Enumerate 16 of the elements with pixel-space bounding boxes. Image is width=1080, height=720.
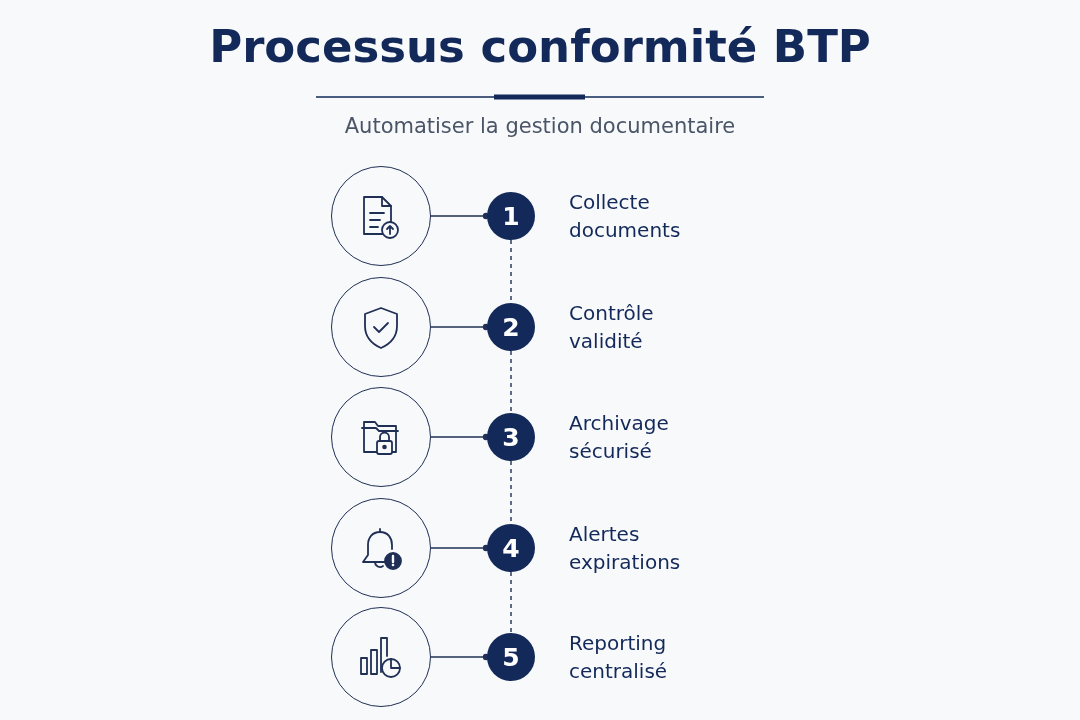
step-number-circle: 4 xyxy=(487,524,535,572)
step-label: Alertes expirations xyxy=(569,521,682,576)
subtitle: Automatiser la gestion documentaire xyxy=(344,114,736,138)
title: Processus conformité BTP xyxy=(209,20,871,73)
step-label: Contrôle validité xyxy=(569,300,655,355)
dashed-connector xyxy=(510,460,512,524)
dashed-connector xyxy=(510,350,512,413)
step-label: Collecte documents xyxy=(569,189,682,244)
dashed-connector xyxy=(510,239,512,303)
step-number-circle: 2 xyxy=(487,303,535,351)
dashed-connector xyxy=(510,571,512,633)
step-label: Reporting centralisé xyxy=(569,630,669,685)
step-label: Archivage sécurisé xyxy=(569,410,670,465)
step-number-circle: 3 xyxy=(487,413,535,461)
step-number-circle: 1 xyxy=(487,192,535,240)
step-number-circle: 5 xyxy=(487,633,535,681)
